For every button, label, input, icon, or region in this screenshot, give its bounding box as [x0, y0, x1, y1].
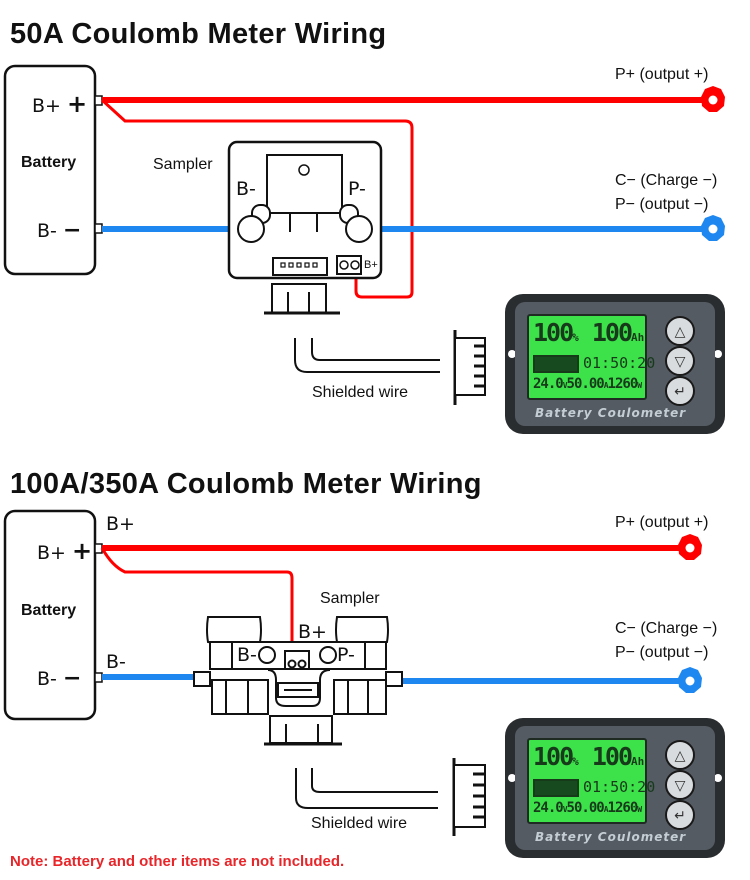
- sampler-50a: [227, 140, 383, 280]
- battery-neg-terminal: [94, 672, 103, 683]
- capacity-value: 100: [591, 318, 633, 347]
- enter-button[interactable]: ↵: [665, 376, 695, 406]
- battery-pos-label: B+ +: [37, 537, 93, 565]
- up-button[interactable]: △: [665, 316, 695, 346]
- output-positive-label: P+ (output +): [615, 66, 709, 83]
- coulomb-meter-2: 100% 100Ah 01:50:20 24.0V50.00A1260W △ ▽…: [505, 718, 725, 858]
- diagram2: [3, 509, 702, 836]
- battery-label: Battery: [21, 602, 77, 619]
- lcd-display: 100% 100Ah 01:50:20 24.0V50.00A1260W: [527, 738, 655, 824]
- capacity-value: 100: [591, 742, 633, 771]
- battery-label: Battery: [21, 154, 77, 171]
- wire-neg-label: B-: [106, 651, 126, 673]
- percent-value: 100: [533, 318, 574, 347]
- diagram1-title: 50A Coulomb Meter Wiring: [10, 18, 387, 50]
- screw-right-icon: [319, 646, 337, 664]
- sampler-label: Sampler: [153, 156, 213, 173]
- output-charge-label: C− (Charge −): [615, 620, 718, 637]
- battery-neg-label: B- −: [37, 218, 82, 243]
- cable-label: Shielded wire: [312, 384, 409, 401]
- battery-neg-terminal: [94, 223, 103, 234]
- diagram1: [3, 64, 725, 405]
- bplus-sense-wire: [100, 547, 294, 665]
- diagram2-title: 100A/350A Coulomb Meter Wiring: [10, 468, 482, 500]
- battery-level-icon: [533, 778, 579, 797]
- shielded-cable-2: [264, 715, 486, 836]
- down-button[interactable]: ▽: [665, 770, 695, 800]
- sampler-right-term: P-: [337, 644, 355, 666]
- battery-box: [3, 509, 97, 721]
- screw-left-icon: [258, 646, 276, 664]
- brand-label: Battery Coulometer: [535, 406, 687, 420]
- battery-pos-terminal: [94, 95, 103, 106]
- time-value: 01:50:20: [583, 354, 656, 372]
- battery-neg-label: B- −: [37, 666, 82, 691]
- battery-pos-terminal: [94, 543, 103, 554]
- screw-right-icon: [345, 215, 373, 243]
- sampler-bplus-term: B+: [298, 621, 327, 643]
- up-button[interactable]: △: [665, 740, 695, 770]
- screw-left-icon: [237, 215, 265, 243]
- down-button[interactable]: ▽: [665, 346, 695, 376]
- output-positive-label: P+ (output +): [615, 514, 709, 531]
- sampler-label: Sampler: [320, 590, 380, 607]
- output-negative-label: P− (output −): [615, 196, 709, 213]
- bplus-sense-wire: [100, 98, 414, 299]
- sampler-left-term: B-: [236, 178, 256, 200]
- sampler-bplus-term: B+: [364, 259, 378, 271]
- output-charge-label: C− (Charge −): [615, 172, 718, 189]
- sampler-right-term: P-: [348, 178, 366, 200]
- percent-value: 100: [533, 742, 574, 771]
- note-text: Note: Battery and other items are not in…: [10, 853, 345, 870]
- sampler-left-term: B-: [237, 644, 257, 666]
- cable-label: Shielded wire: [311, 815, 408, 832]
- battery-box: [3, 64, 97, 276]
- time-value: 01:50:20: [583, 778, 656, 796]
- brand-label: Battery Coulometer: [535, 830, 687, 844]
- wire-pos-label: B+: [106, 513, 135, 535]
- battery-pos-label: B+ +: [32, 90, 88, 118]
- output-negative-label: P− (output −): [615, 644, 709, 661]
- enter-button[interactable]: ↵: [665, 800, 695, 830]
- battery-level-icon: [533, 354, 579, 373]
- lcd-display: 100% 100Ah 01:50:20 24.0V50.00A1260W: [527, 314, 655, 400]
- shielded-cable-1: [264, 283, 486, 405]
- sampler-100a: [193, 616, 403, 715]
- coulomb-meter-1: 100% 100Ah 01:50:20 24.0V50.00A1260W △ ▽…: [505, 294, 725, 434]
